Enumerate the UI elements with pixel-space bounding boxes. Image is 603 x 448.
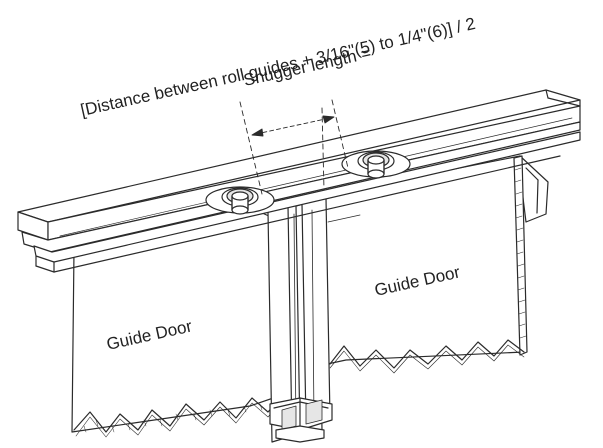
rail-lower-lip [21, 121, 581, 253]
dimension-arrow-left [251, 128, 264, 137]
right-door-edge-fold [519, 155, 549, 223]
center-snugger-post [267, 197, 333, 443]
dimension-markers [239, 99, 349, 195]
left-roll-guide [205, 186, 275, 215]
snugger-length-dimension [255, 117, 331, 135]
left-door-break-hatching [83, 403, 277, 433]
left-dimension-extension [239, 101, 263, 195]
dimension-arrow-right [322, 115, 335, 124]
snugger-foot [275, 425, 325, 443]
left-door-break [73, 395, 283, 433]
right-roll-guide [341, 150, 411, 179]
right-guide-door [317, 155, 549, 374]
right-dimension-extension [331, 99, 349, 169]
formula-line-2: [Distance between roll guides + 3/16"(5)… [79, 14, 477, 120]
snugger-right-plate [301, 197, 331, 425]
center-dimension-extension [321, 107, 325, 191]
top-guide-rail [17, 89, 581, 273]
right-door-edge-hatching [514, 167, 527, 339]
right-door-break [329, 339, 525, 369]
